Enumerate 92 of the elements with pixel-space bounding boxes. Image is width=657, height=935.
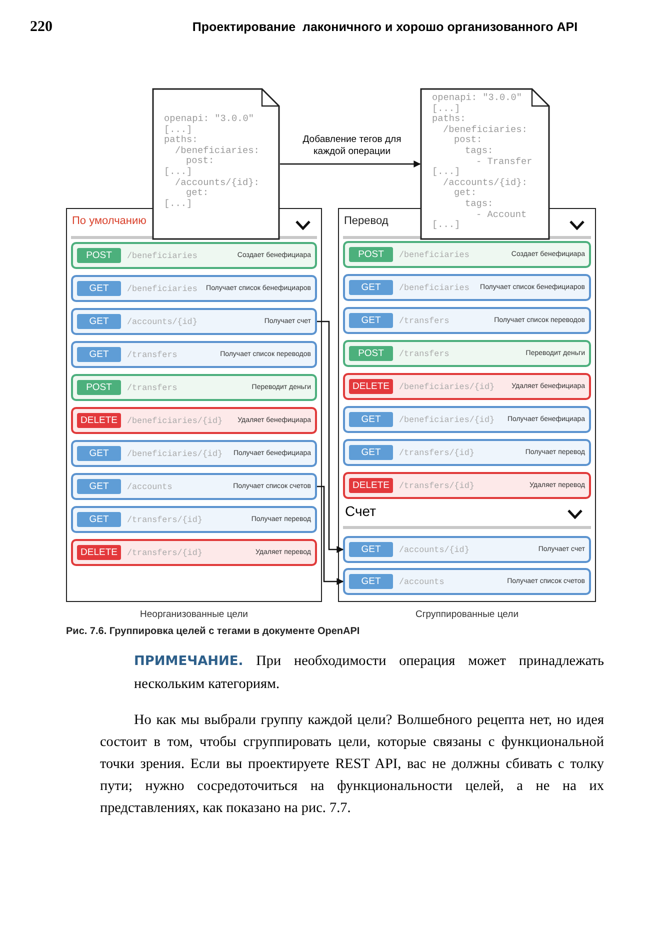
code-line: paths: <box>164 135 198 146</box>
method-tag: GET <box>349 542 393 557</box>
operation-row <box>71 242 317 269</box>
panel-caption: Сгруппированные цели <box>414 609 520 620</box>
endpoint-path: /beneficiaries/{id} <box>399 414 494 424</box>
method-tag: POST <box>77 380 121 395</box>
group-title: Перевод <box>344 215 388 227</box>
body-paragraph: Но как мы выбрали группу каждой цели? Волшебного рецепта нет, но идея состоит в том, чтобы сгруппировать цели, которые связаны с функциональной точки зрения. Если вы проектируете REST API, вас не должны сбивать с толку пути; нужно сосредоточиться на функциональности целей, а не на их представлениях, как показано на рис. 7.7. <box>100 711 604 818</box>
operation-row <box>343 472 591 499</box>
endpoint-path: /transfers/{id} <box>127 548 202 558</box>
group-title: Счет <box>345 503 376 519</box>
operation-row <box>343 340 591 367</box>
code-line: openapi: "3.0.0" <box>164 114 254 125</box>
endpoint-path: /beneficiaries/{id} <box>127 448 222 458</box>
method-tag: POST <box>349 346 393 361</box>
endpoint-path: /transfers <box>399 316 450 326</box>
group-title: По умолчанию <box>72 215 146 227</box>
code-line: post: <box>186 156 214 167</box>
endpoint-path: /transfers/{id} <box>399 448 474 458</box>
code-line: /beneficiaries: <box>443 124 528 136</box>
method-tag: GET <box>349 445 393 460</box>
operation-row <box>71 341 317 368</box>
endpoint-path: /beneficiaries/{id} <box>399 382 494 392</box>
code-line: [...] <box>432 167 460 178</box>
method-tag: GET <box>77 314 121 329</box>
code-line: post: <box>454 135 482 146</box>
endpoint-path: /transfers/{id} <box>399 480 474 490</box>
endpoint-path: /transfers/{id} <box>127 514 202 524</box>
code-line: get: <box>454 188 477 199</box>
operation-row <box>71 407 317 434</box>
operation-row <box>343 307 591 334</box>
operation-row <box>71 506 317 533</box>
operation-row <box>71 539 317 566</box>
code-line: openapi: "3.0.0" <box>432 93 522 104</box>
method-tag: GET <box>77 479 121 494</box>
operation-row <box>343 274 591 301</box>
endpoint-path: /accounts <box>399 576 444 586</box>
operation-row <box>71 308 317 335</box>
code-line: [...] <box>432 104 460 114</box>
running-header: Проектирование лаконичного и хорошо организованного API <box>191 20 579 34</box>
endpoint-path: /transfers <box>399 348 450 358</box>
operation-row <box>343 406 591 433</box>
code-line: get: <box>186 188 209 199</box>
operation-row <box>71 473 317 500</box>
code-line: - Account <box>476 210 527 220</box>
code-line: tags: <box>465 198 494 210</box>
operation-row <box>71 275 317 302</box>
endpoint-path: /transfers <box>127 350 178 360</box>
code-line: /accounts/{id}: <box>443 178 528 188</box>
method-tag: GET <box>77 446 121 461</box>
endpoint-path: /beneficiaries/{id} <box>127 416 222 426</box>
operation-row <box>343 568 591 595</box>
method-tag: DELETE <box>349 478 393 493</box>
method-tag: GET <box>77 512 121 527</box>
note-paragraph: ПРИМЕЧАНИЕ. При необходимости операция может принадлежать нескольким категориям. <box>134 652 604 694</box>
operation-row <box>71 374 317 401</box>
method-tag: POST <box>77 248 121 263</box>
method-tag: POST <box>349 247 393 262</box>
code-line: [...] <box>164 124 192 135</box>
method-tag: GET <box>349 280 393 295</box>
endpoint-path: /beneficiaries <box>127 284 198 294</box>
figure-caption: Рис. 7.6. Группировка целей с тегами в документе OpenAPI <box>66 626 360 637</box>
code-line: paths: <box>432 114 466 125</box>
method-tag: GET <box>77 281 121 296</box>
operation-row <box>343 373 591 400</box>
code-line: /beneficiaries: <box>175 146 260 156</box>
panel-caption: Неорганизованные цели <box>139 609 249 620</box>
method-tag: GET <box>349 574 393 589</box>
operation-row <box>343 536 591 563</box>
code-line: [...] <box>164 166 192 178</box>
endpoint-path: /beneficiaries <box>127 250 198 260</box>
operation-row <box>71 440 317 467</box>
endpoint-path: /accounts/{id} <box>399 544 470 554</box>
code-line: [...] <box>432 220 460 231</box>
code-line: - Transfer <box>476 156 532 168</box>
method-tag: DELETE <box>77 413 121 428</box>
method-tag: GET <box>77 347 121 362</box>
method-tag: DELETE <box>349 379 393 394</box>
endpoint-path: /transfers <box>127 382 178 392</box>
endpoint-path: /beneficiaries <box>399 282 470 292</box>
code-line: tags: <box>465 146 494 157</box>
code-line: [...] <box>164 198 192 210</box>
method-tag: DELETE <box>77 545 121 560</box>
endpoint-path: /accounts/{id} <box>127 316 198 326</box>
page-number: 220 <box>30 19 54 36</box>
method-tag: GET <box>349 412 393 427</box>
endpoint-path: /accounts <box>127 482 172 492</box>
endpoint-path: /beneficiaries <box>399 250 470 260</box>
operation-row <box>343 439 591 466</box>
operation-row <box>343 241 591 268</box>
method-tag: GET <box>349 313 393 328</box>
code-line: /accounts/{id}: <box>175 178 260 188</box>
